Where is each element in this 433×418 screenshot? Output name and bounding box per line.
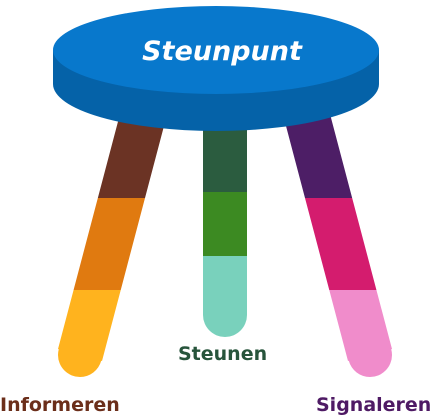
leg-signaleren: [286, 114, 392, 377]
leg-steunen-middle-segment: [203, 192, 247, 256]
label-informeren: Informeren: [0, 394, 120, 416]
leg-signaleren-bottom-segment: [286, 290, 392, 377]
leg-steunen-top-segment: [203, 120, 247, 192]
leg-informeren-bottom-segment: [58, 290, 164, 377]
seat-label: Steunpunt: [142, 36, 303, 67]
label-steunen: Steunen: [178, 343, 268, 365]
leg-informeren-middle-segment: [58, 198, 164, 290]
leg-signaleren-middle-segment: [286, 198, 392, 290]
leg-steunen: [203, 120, 247, 337]
leg-steunen-bottom-segment: [203, 256, 247, 337]
stool-seat: Steunpunt: [53, 6, 379, 131]
leg-informeren: [58, 114, 164, 377]
seat-top: [53, 6, 379, 94]
label-signaleren: Signaleren: [316, 394, 432, 416]
